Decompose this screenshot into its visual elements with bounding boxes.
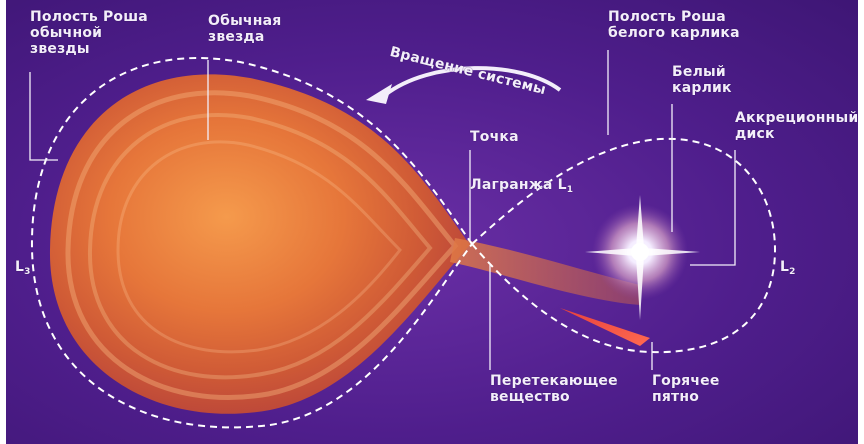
label-lagrange-line2: Лагранжа L [470, 177, 567, 193]
label-roche-white-dwarf: Полость Роша белого карлика [608, 9, 740, 41]
label-hot-spot: Горячее пятно [652, 373, 720, 405]
leader-roche-normal [30, 72, 58, 160]
label-normal-star: Обычная звезда [208, 13, 281, 45]
label-l3-main: L [15, 259, 24, 275]
normal-star-body [50, 74, 470, 413]
label-l2-main: L [780, 259, 789, 275]
label-l2: L2 [780, 243, 796, 280]
rotation-arrowhead [366, 84, 392, 104]
label-accretion-disk: Аккреционный диск [735, 110, 858, 142]
label-lagrange-subscript: 1 [567, 185, 573, 195]
label-flowing-matter: Перетекающее вещество [490, 373, 618, 405]
label-l3: L3 [15, 243, 31, 280]
label-roche-normal-star: Полость Роша обычной звезды [30, 9, 148, 57]
label-lagrange-point: Точка Лагранжа L1 [470, 113, 573, 198]
label-lagrange-line1: Точка [470, 129, 519, 145]
leader-accretion [690, 150, 735, 265]
hot-spot-arrow [560, 308, 650, 346]
label-l2-subscript: 2 [789, 267, 795, 277]
label-white-dwarf: Белый карлик [672, 64, 732, 96]
label-l3-subscript: 3 [24, 267, 30, 277]
